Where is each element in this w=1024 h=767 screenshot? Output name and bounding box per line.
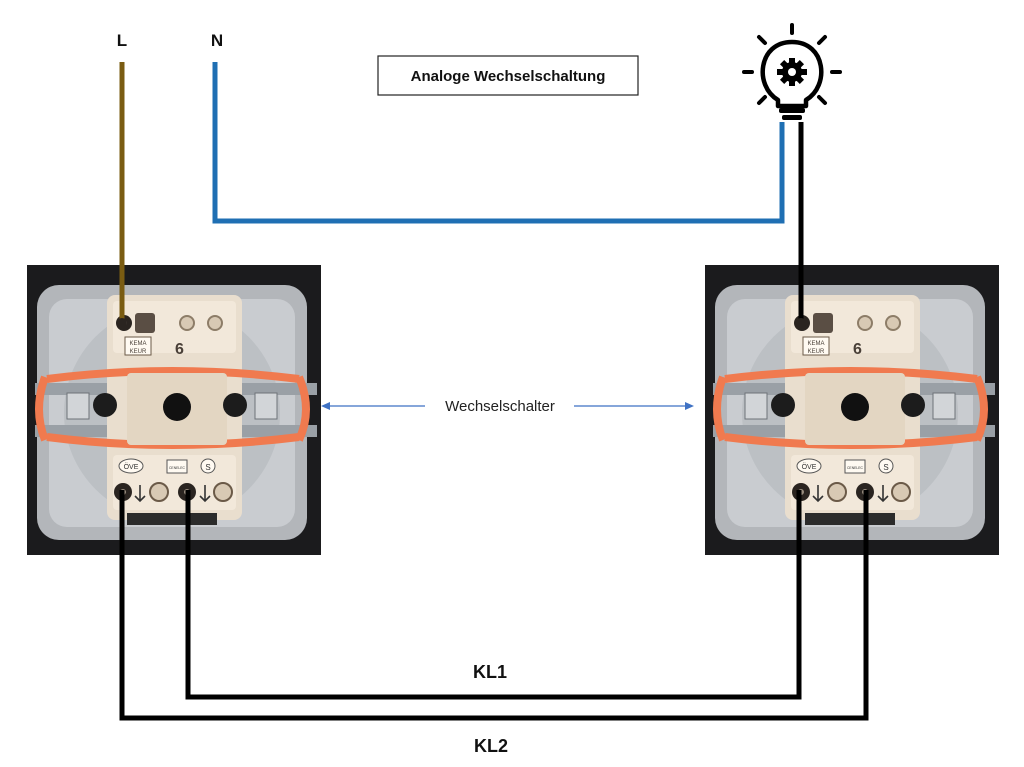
- arrow-left-head: [321, 402, 330, 410]
- switch-type-label: Wechselschalter: [445, 398, 555, 415]
- arrow-right-head: [685, 402, 694, 410]
- neutral-label: N: [211, 31, 223, 50]
- switch-left-safety: S: [205, 463, 210, 472]
- switch-left-cenelec: CENELEC: [169, 466, 186, 470]
- kl2-wire: [119, 490, 869, 721]
- switch-right-keur: KEUR: [808, 349, 825, 355]
- page-title: Analoge Wechselschaltung: [411, 68, 606, 85]
- switch-left-kema: KEMA: [129, 341, 146, 347]
- kl1-label: KL1: [473, 662, 507, 682]
- gear-icon: [777, 58, 807, 86]
- switch-left: 6 KEMA KEUR ÖVE CENELEC S: [27, 265, 321, 555]
- switch-right-cenelec: CENELEC: [847, 466, 864, 470]
- switch-right-kema: KEMA: [807, 341, 824, 347]
- switch-right-ove: ÖVE: [802, 463, 817, 471]
- switch-left-keur: KEUR: [130, 349, 147, 355]
- kl2-label: KL2: [474, 736, 508, 756]
- switch-right-safety: S: [883, 463, 888, 472]
- switch-left-ove: ÖVE: [124, 463, 139, 471]
- neutral-wire: [212, 62, 785, 224]
- phase-label: L: [117, 31, 127, 50]
- phase-terminal: [117, 318, 127, 328]
- light-bulb-icon: [742, 23, 842, 120]
- lamp-terminal: [796, 318, 806, 328]
- switch-right: 6 KEMA KEUR ÖVE CENELEC S: [705, 265, 999, 555]
- title-box: Analoge Wechselschaltung: [377, 55, 639, 96]
- switch-type-annotation: Wechselschalter: [321, 398, 694, 415]
- switch-right-number: 6: [853, 341, 862, 358]
- switch-left-number: 6: [175, 341, 184, 358]
- kl1-wire: [185, 490, 802, 700]
